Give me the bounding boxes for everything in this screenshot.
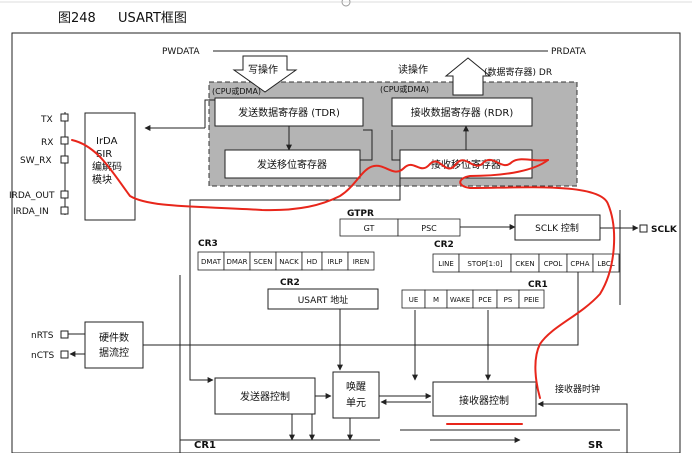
pin-irda-out (60, 190, 69, 199)
rdr-label: 接收数据寄存器 (RDR) (411, 106, 514, 119)
rx-control-label: 接收器控制 (459, 394, 509, 407)
irda-link-line (204, 99, 215, 128)
figure-number: 图248 (58, 11, 96, 26)
pin-sclk (639, 224, 648, 233)
pin-nrts (60, 330, 69, 339)
irda-line-2: SIR (96, 149, 112, 160)
tx-shift-register (224, 149, 361, 179)
cr1_mid-cell-5 (518, 289, 545, 309)
pin-rx (60, 136, 69, 145)
cr2_top-field-3: CPOL (544, 260, 563, 268)
cpu-dma-right-label: (CPU或DMA) (380, 84, 429, 94)
cr3-cell-6 (347, 251, 375, 271)
hw-flow-line-2: 据流控 (99, 346, 129, 359)
pin-irda-in (60, 206, 69, 215)
cr2-register: LINE STOP[1:0] CKEN CPOL CPHA LBCL (432, 253, 620, 273)
irda-line-4: 模块 (92, 174, 112, 186)
pin-ncts (60, 350, 69, 359)
pin-sw-rx-label: SW_RX (20, 156, 52, 166)
cr2-top-name: CR2 (434, 240, 454, 250)
rx-clock-label: 接收器时钟 (555, 383, 600, 395)
pin-irda-out-label: IRDA_OUT (9, 191, 55, 201)
cr2-addr-name: CR2 (280, 278, 300, 288)
cr3-name: CR3 (198, 239, 218, 249)
pin-rx-label: RX (41, 138, 53, 148)
cr1_mid-field-5: PEIE (524, 296, 539, 304)
gtpr-gt-label: GT (364, 224, 375, 233)
cr3-field-2: SCEN (254, 258, 273, 266)
cr3-field-3: NACK (279, 258, 299, 266)
figure-title: USART框图 (118, 11, 187, 26)
rxshift-to-rxctrl-line (189, 170, 401, 383)
cr2_top-field-5: LBCL (597, 260, 614, 268)
pin-ncts-label: nCTS (31, 351, 54, 361)
wakeup-line-1: 唤醒 (346, 380, 366, 393)
irda-block (84, 112, 136, 221)
cr1_mid-field-0: UE (409, 296, 419, 304)
irda-line-1: IrDA (96, 136, 118, 147)
rx-shift-loop (391, 130, 400, 161)
cr1-bottom-name: CR1 (194, 440, 216, 451)
tx-shift-loop (360, 129, 373, 161)
rx-clock-arrow (537, 401, 628, 453)
tdr-label: 发送数据寄存器 (TDR) (238, 106, 340, 119)
rdr-block (391, 97, 533, 127)
read-op-arrow (444, 57, 492, 96)
sr-name: SR (588, 440, 603, 451)
cr3-field-4: HD (307, 258, 318, 266)
pin-nrts-label: nRTS (31, 331, 54, 341)
cr2_top-field-0: LINE (438, 260, 454, 268)
pin-sclk-label: SCLK (651, 225, 678, 235)
pin-irda-in-label: IRDA_IN (13, 207, 49, 217)
cr1_mid-field-2: WAKE (450, 296, 470, 304)
cr1-mid-name: CR1 (528, 280, 548, 290)
cr2_top-field-4: CPHA (570, 260, 589, 268)
gtpr-psc-label: PSC (421, 224, 437, 233)
outer-frame (11, 32, 681, 453)
read-op-label: 读操作 (398, 63, 428, 76)
cr2-down-line (530, 272, 579, 346)
cr1-register: UE M WAKE PCE PS PEIE (401, 289, 545, 309)
hw-flow-line-1: 硬件数 (99, 331, 129, 344)
gtpr-name: GTPR (347, 209, 374, 219)
tx-shift-label: 发送移位寄存器 (257, 158, 327, 171)
cpu-dma-left-label: (CPU或DMA) (212, 86, 261, 96)
pin-tx (60, 113, 69, 122)
sclk-control-block (514, 214, 601, 241)
pin-sw-rx (60, 155, 69, 164)
annotation-red-rx-loop (459, 159, 616, 399)
usart-address-label: USART 地址 (298, 294, 349, 306)
annotation-red-rx-path (71, 139, 549, 212)
cr3-field-5: IRLP (327, 258, 342, 266)
cr3-field-0: DMAT (201, 258, 222, 266)
hw-flow-control-block (84, 321, 144, 369)
usart-address-block (267, 288, 379, 310)
tx-control-label: 发送器控制 (240, 390, 290, 403)
prdata-label: PRDATA (551, 47, 587, 57)
data-register-label: (数据寄存器) DR (484, 66, 552, 78)
cr3-field-1: DMAR (226, 258, 247, 266)
cr3-register: DMAT DMAR SCEN NACK HD IRLP IREN (197, 251, 375, 271)
rx-control-block (432, 381, 537, 417)
cr2_top-field-2: CKEN (515, 260, 534, 268)
cr1_mid-field-4: PS (504, 296, 513, 304)
wakeup-line-2: 单元 (346, 397, 366, 409)
tx-control-block (214, 377, 316, 415)
pin-tx-label: TX (40, 115, 53, 125)
write-op-arrow (232, 55, 298, 93)
pwdata-label: PWDATA (162, 47, 200, 57)
sclk-control-label: SCLK 控制 (535, 222, 579, 234)
write-op-label: 写操作 (248, 63, 278, 76)
cr1_mid-field-3: PCE (478, 296, 492, 304)
tdr-block (214, 97, 364, 127)
cr2_top-field-1: STOP[1:0] (467, 260, 502, 268)
cr1_mid-field-1: M (433, 296, 439, 304)
cr3-field-6: IREN (353, 258, 370, 266)
wakeup-unit-block (332, 371, 380, 419)
scroll-handle[interactable] (341, 0, 351, 7)
